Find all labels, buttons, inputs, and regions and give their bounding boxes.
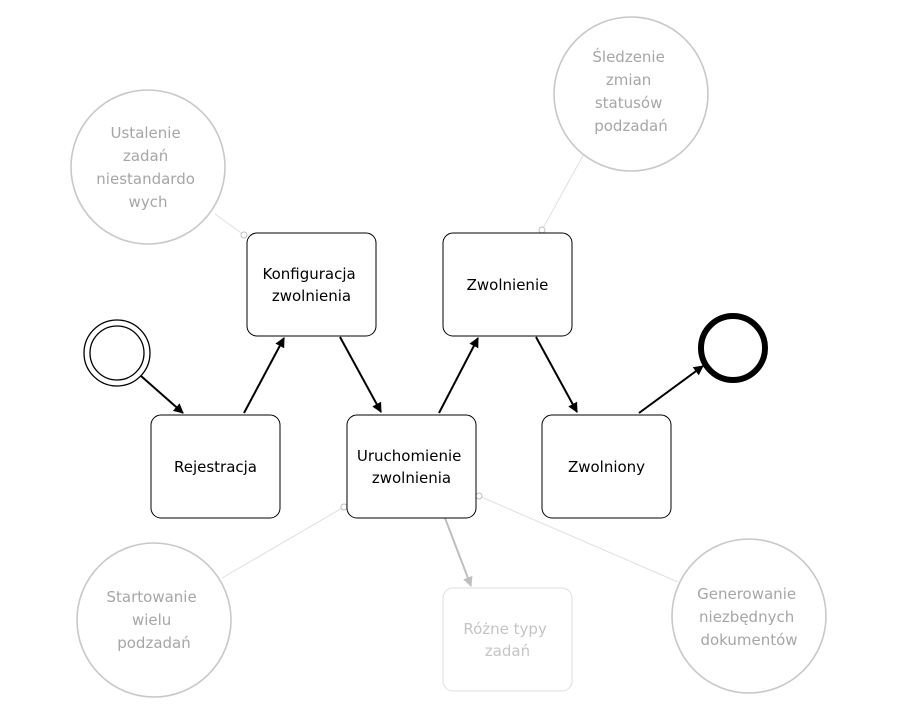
task-uruchomienie-line-1: Uruchomienie xyxy=(357,447,462,465)
flow-zwolniony-to-end xyxy=(638,365,704,414)
annotation-ustalenie-line-4: wych xyxy=(129,193,168,211)
annotation-sledzenie-line-1: Śledzenie xyxy=(592,47,664,66)
task-konfiguracja-label: Konfiguracja zwolnienia xyxy=(263,265,361,305)
task-zwolniony-label: Zwolniony xyxy=(568,458,645,476)
annotation-generowanie-line-1: Generowanie xyxy=(697,585,796,603)
annotation-ustalenie-circle xyxy=(70,89,226,245)
task-zwolnienie-label: Zwolnienie xyxy=(467,276,549,294)
annotation-sledzenie-line-4: podzadań xyxy=(594,117,668,135)
annotation-generowanie-line-2: niezbędnych xyxy=(699,608,794,626)
connector-sledzenie xyxy=(541,151,586,231)
flow-uruchomienie-to-rozne-typy xyxy=(444,517,473,587)
connector-dot-sledzenie xyxy=(538,226,546,234)
task-rejestracja-label: Rejestracja xyxy=(174,458,257,476)
task-rejestracja-box xyxy=(150,414,281,519)
annotation-generowanie-circle xyxy=(671,538,827,694)
connector-generowanie xyxy=(478,495,679,583)
task-zwolniony-line-1: Zwolniony xyxy=(568,458,645,476)
annotation-startowanie-label: Startowanie wielu podzadań xyxy=(107,588,202,652)
task-uruchomienie-label: Uruchomienie zwolnienia xyxy=(357,447,466,487)
annotation-sledzenie-circle xyxy=(553,16,709,172)
annotation-ustalenie-line-3: niestandardo xyxy=(96,170,195,188)
task-konfiguracja-line-1: Konfiguracja xyxy=(263,265,356,283)
connector-dot-ustalenie xyxy=(240,231,248,239)
connector-ustalenie xyxy=(214,213,245,236)
end-event[interactable] xyxy=(698,313,768,383)
annotation-sledzenie-label: Śledzenie zmian statusów podzadań xyxy=(592,47,669,135)
annotation-ustalenie-line-1: Ustalenie xyxy=(111,124,181,142)
annotation-startowanie-circle xyxy=(76,542,232,698)
task-konfiguracja[interactable]: Konfiguracja zwolnienia xyxy=(246,232,377,337)
task-zwolniony-box xyxy=(541,414,672,519)
flow-uruchomienie-to-zwolnienie xyxy=(438,337,479,414)
connector-dot-generowanie xyxy=(475,492,483,500)
annotation-startowanie[interactable]: Startowanie wielu podzadań xyxy=(76,542,232,698)
annotation-generowanie-line-3: dokumentów xyxy=(700,631,797,649)
connector-startowanie xyxy=(221,506,345,579)
flow-rejestracja-to-konfiguracja xyxy=(243,337,285,414)
task-uruchomienie-line-2: zwolnienia xyxy=(372,469,451,487)
annotation-sledzenie-line-2: zmian xyxy=(606,71,651,89)
task-uruchomienie-box xyxy=(346,414,477,519)
task-rejestracja[interactable]: Rejestracja xyxy=(150,414,281,519)
annotation-ustalenie-line-2: zadań xyxy=(123,147,168,165)
task-uruchomienie[interactable]: Uruchomienie zwolnienia xyxy=(346,414,477,519)
annotation-generowanie[interactable]: Generowanie niezbędnych dokumentów xyxy=(671,538,827,694)
task-konfiguracja-line-2: zwolnienia xyxy=(272,287,351,305)
connector-dot-startowanie xyxy=(340,503,348,511)
flow-konfiguracja-to-uruchomienie xyxy=(339,336,382,413)
task-zwolniony[interactable]: Zwolniony xyxy=(541,414,672,519)
annotation-sledzenie-line-3: statusów xyxy=(595,94,663,112)
flow-zwolnienie-to-zwolniony xyxy=(535,336,578,413)
annotation-ustalenie-label: Ustalenie zadań niestandardo wych xyxy=(96,124,199,211)
task-rozne-typy-label: Różne typy zadań xyxy=(463,620,551,660)
start-event-inner xyxy=(89,325,145,381)
end-event-circle xyxy=(698,313,768,383)
task-konfiguracja-box xyxy=(246,232,377,337)
annotation-startowanie-line-3: podzadań xyxy=(117,634,191,652)
task-rozne-typy-line-2: zadań xyxy=(485,642,530,660)
task-rejestracja-line-1: Rejestracja xyxy=(174,458,257,476)
annotation-ustalenie[interactable]: Ustalenie zadań niestandardo wych xyxy=(70,89,226,245)
annotation-startowanie-line-1: Startowanie xyxy=(107,588,197,606)
task-zwolnienie[interactable]: Zwolnienie xyxy=(442,232,573,337)
start-event[interactable] xyxy=(83,319,151,387)
task-rozne-typy[interactable]: Różne typy zadań xyxy=(442,587,573,692)
sequence-flows xyxy=(140,336,704,587)
task-rozne-typy-line-1: Różne typy xyxy=(463,620,547,638)
annotation-generowanie-label: Generowanie niezbędnych dokumentów xyxy=(697,585,801,649)
task-rozne-typy-box xyxy=(442,587,573,692)
task-zwolnienie-line-1: Zwolnienie xyxy=(467,276,549,294)
task-zwolnienie-box xyxy=(442,232,573,337)
annotation-startowanie-line-2: wielu xyxy=(132,611,171,629)
annotation-sledzenie[interactable]: Śledzenie zmian statusów podzadań xyxy=(553,16,709,172)
flow-start-to-rejestracja xyxy=(140,375,184,414)
